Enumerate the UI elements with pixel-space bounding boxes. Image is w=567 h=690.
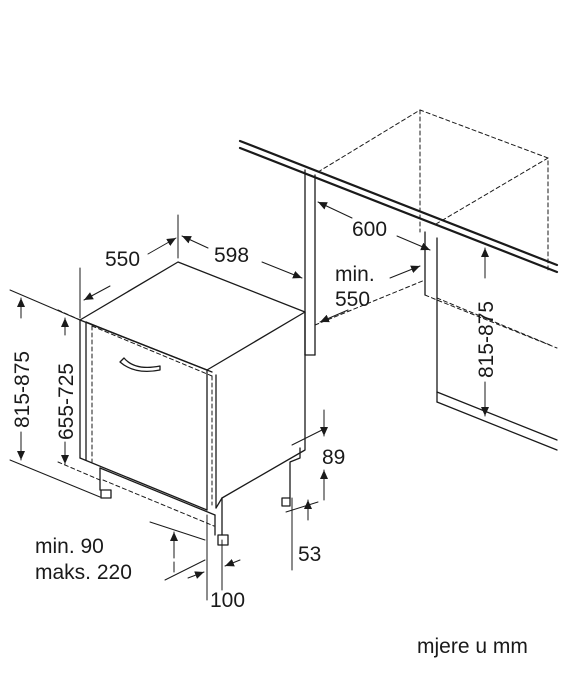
dim-plinth-top: 89: [291, 409, 345, 501]
foot-icon: [281, 497, 291, 507]
label-plinth-bottom: 53: [298, 543, 321, 566]
label-niche-depth: 550: [335, 288, 370, 311]
label-width: 598: [214, 244, 249, 267]
label-foot-depth: 100: [210, 589, 245, 612]
label-niche-depth-min: min.: [335, 263, 375, 286]
dim-appliance-height: 655-725: [55, 309, 101, 481]
label-plinth-top: 89: [322, 446, 345, 469]
units-note: mjere u mm: [417, 635, 528, 658]
niche-outline: [238, 109, 559, 451]
label-total-height: 815-875: [11, 351, 34, 428]
label-appliance-height: 655-725: [55, 363, 78, 440]
dishwasher-body: [79, 261, 306, 546]
dim-width: 598: [181, 235, 306, 309]
dim-foot-height: min. 90 maks. 220: [35, 521, 206, 584]
label-niche-width: 600: [352, 218, 387, 241]
dim-niche-depth: min. 550: [319, 263, 421, 323]
dim-niche-width: 600: [317, 201, 431, 251]
label-foot-min: min. 90: [35, 535, 104, 558]
dim-foot-depth: 100: [187, 514, 245, 612]
dim-plinth-bottom: 53: [285, 497, 321, 571]
label-depth: 550: [105, 248, 140, 271]
dim-niche-height: 815-875: [475, 247, 498, 417]
foot-icon: [217, 534, 229, 546]
door-handle: [119, 357, 161, 373]
label-niche-height: 815-875: [475, 301, 498, 378]
dim-depth: 550: [79, 214, 179, 319]
foot-icon: [100, 489, 112, 499]
label-foot-max: maks. 220: [35, 561, 132, 584]
dim-total-height: 815-875: [9, 289, 101, 498]
